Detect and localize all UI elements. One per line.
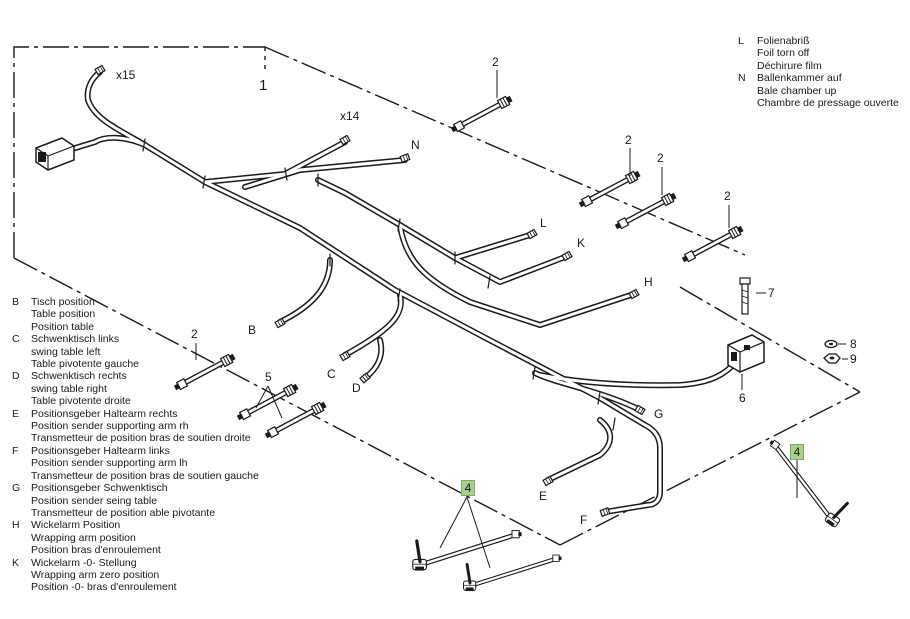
legend-code: G [12, 482, 21, 495]
legend-text: Position -0- bras d'enroulement [31, 581, 177, 594]
legend-text: Position sender supporting arm rh [31, 420, 189, 433]
callout-4-right-highlight: 4 [790, 444, 804, 460]
legend-text: Wickelarm -0- Stellung [31, 556, 137, 569]
legend-text: Déchirure film [757, 59, 822, 72]
legend-code: N [738, 72, 746, 85]
legend-text: Table position [31, 308, 96, 321]
connector-letter-f: F [580, 513, 588, 527]
legend-code: C [12, 333, 20, 346]
arm-sensors [413, 439, 856, 591]
legend-code: L [738, 35, 744, 47]
legend-entry-c: C Schwenktisch links swing table left Ta… [12, 333, 259, 370]
legend-text: Wickelarm Position [31, 519, 121, 532]
legend-code: D [12, 370, 20, 383]
callout-2-right: 2 [724, 189, 731, 203]
connector-letter-b: B [248, 323, 257, 337]
callout-2-left: 2 [191, 327, 198, 341]
legend-entry-b: B Tisch position Table position Position… [12, 296, 259, 333]
leader-lines [195, 70, 848, 569]
legend-entry-n: N Ballenkammer auf Bale chamber up Chamb… [738, 72, 899, 109]
legend-text: Folienabriß [757, 35, 810, 47]
legend-text: Position sender seing table [31, 494, 158, 507]
main-connector [35, 137, 75, 171]
legend-text: Wrapping arm position [31, 531, 136, 544]
legend-text: Transmetteur de position bras de soutien… [31, 432, 251, 445]
legend-text: Positionsgeber Haltearm links [31, 444, 170, 457]
callout-2-mid-left: 2 [625, 133, 632, 147]
legend-code: B [12, 296, 20, 308]
connector-letter-d: D [352, 381, 361, 395]
legend-text: Transmetteur de position able pivotante [31, 506, 216, 519]
callout-2-mid-right: 2 [657, 151, 664, 165]
legend-text: Tisch position [31, 296, 95, 308]
legend-text: Positionsgeber Haltearm rechts [31, 407, 178, 420]
connector-letter-g: G [654, 407, 664, 421]
legend-text: Ballenkammer auf [757, 72, 842, 85]
legend-left: B Tisch position Table position Position… [12, 296, 259, 594]
group-number: 1 [259, 77, 268, 94]
legend-text: Position table [31, 320, 95, 333]
legend-entry-g: G Positionsgeber Schwenktisch Position s… [12, 482, 259, 519]
legend-top: L Folienabriß Foil torn off Déchirure fi… [738, 35, 899, 109]
legend-entry-e: E Positionsgeber Haltearm rechts Positio… [12, 408, 259, 445]
callout-9: 9 [850, 352, 857, 366]
legend-text: Position sender supporting arm lh [31, 457, 188, 470]
legend-entry-l: L Folienabriß Foil torn off Déchirure fi… [738, 35, 899, 72]
legend-code: K [12, 556, 20, 569]
frame-lines [13, 46, 861, 546]
legend-text: Chambre de pressage ouverte [757, 97, 899, 110]
legend-text: Position bras d'enroulement [31, 544, 161, 557]
legend-text: Foil torn off [757, 47, 810, 60]
legend-entry-f: F Positionsgeber Haltearm links Position… [12, 445, 259, 482]
callout-6: 6 [739, 391, 746, 405]
connector-letter-n: N [411, 138, 420, 152]
connector-letter-l: L [540, 216, 547, 230]
legend-text: Positionsgeber Schwenktisch [31, 482, 168, 495]
legend-text: Bale chamber up [757, 84, 837, 97]
multiplier-x15: x15 [116, 68, 136, 82]
legend-text: Table pivotente gauche [31, 358, 139, 371]
multiplier-x14: x14 [340, 109, 360, 123]
callout-8: 8 [850, 337, 857, 351]
callout-2-top: 2 [492, 55, 499, 69]
legend-code: F [12, 444, 19, 457]
connector-letter-k: K [577, 236, 586, 250]
harness-cables [59, 69, 741, 515]
legend-text: Wrapping arm zero position [31, 568, 160, 581]
legend-text: Schwenktisch rechts [31, 370, 127, 383]
legend-entry-d: D Schwenktisch rechts swing table right … [12, 370, 259, 407]
callout-7: 7 [768, 286, 775, 300]
legend-code: H [12, 519, 20, 532]
legend-text: Transmetteur de position bras de soutien… [31, 469, 259, 482]
legend-text: swing table right [31, 382, 107, 395]
connector-letter-c: C [327, 367, 336, 381]
control-box [727, 277, 841, 373]
legend-entry-k: K Wickelarm -0- Stellung Wrapping arm ze… [12, 557, 259, 594]
connector-letter-e: E [539, 489, 548, 503]
callout-5: 5 [265, 370, 272, 384]
legend-text: Table pivotente droite [31, 395, 131, 408]
legend-code: E [12, 407, 20, 420]
legend-text: swing table left [31, 345, 101, 358]
legend-entry-h: H Wickelarm Position Wrapping arm positi… [12, 519, 259, 556]
callout-4-left-highlight: 4 [461, 480, 475, 496]
legend-text: Schwenktisch links [31, 333, 120, 346]
connector-letter-h: H [644, 275, 653, 289]
